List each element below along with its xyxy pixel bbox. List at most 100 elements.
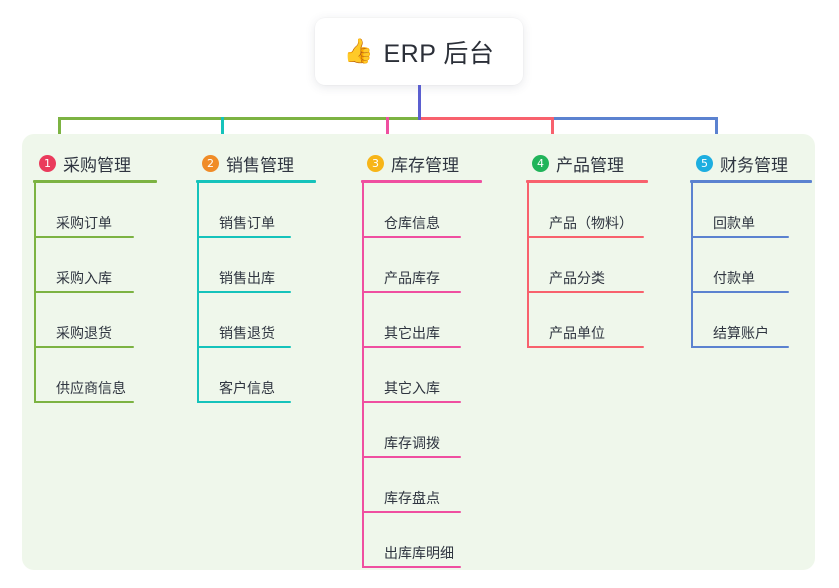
branch-item[interactable]: 其它出库 xyxy=(353,293,508,348)
branch-item[interactable]: 出库库明细 xyxy=(353,513,508,568)
branch-item[interactable]: 结算账户 xyxy=(682,293,822,348)
branch-items: 销售订单销售出库销售退货客户信息 xyxy=(188,183,338,403)
branch-header-3[interactable]: 3 库存管理 xyxy=(353,146,508,180)
branch-item[interactable]: 销售订单 xyxy=(188,183,338,238)
branch-header-4[interactable]: 4 产品管理 xyxy=(518,146,678,180)
root-node[interactable]: 👍 ERP 后台 xyxy=(315,18,523,85)
branch-item-label: 销售出库 xyxy=(219,270,275,286)
branch-item-label: 客户信息 xyxy=(219,380,275,396)
branch-item[interactable]: 客户信息 xyxy=(188,348,338,403)
branch-item[interactable]: 付款单 xyxy=(682,238,822,293)
branch-item-label: 采购入库 xyxy=(56,270,112,286)
branch-item-underline xyxy=(527,236,644,238)
branch-item-underline xyxy=(691,291,789,293)
branch-item-underline xyxy=(197,291,291,293)
branch-item-underline xyxy=(362,291,461,293)
branch-number-badge: 4 xyxy=(532,154,549,172)
branch-item-label: 销售退货 xyxy=(219,325,275,341)
branch-item-label: 供应商信息 xyxy=(56,380,126,396)
branch-item-underline xyxy=(691,346,789,348)
branch-header-2[interactable]: 2 销售管理 xyxy=(188,146,338,180)
branch-item[interactable]: 库存调拨 xyxy=(353,403,508,458)
branch-title: 销售管理 xyxy=(226,155,294,175)
branch-item[interactable]: 产品（物料） xyxy=(518,183,678,238)
connector-drop-1 xyxy=(58,117,61,142)
branch-item[interactable]: 销售退货 xyxy=(188,293,338,348)
branch-underline xyxy=(690,180,812,183)
branch-item-underline xyxy=(362,401,461,403)
branch-item-label: 库存盘点 xyxy=(384,490,440,506)
branch-2[interactable]: 2 销售管理销售订单销售出库销售退货客户信息 xyxy=(188,146,338,403)
branch-item-label: 采购订单 xyxy=(56,215,112,231)
branch-item-underline xyxy=(197,401,291,403)
branch-item-label: 付款单 xyxy=(713,270,755,286)
branch-underline xyxy=(196,180,316,183)
connector-drop-2 xyxy=(221,117,224,142)
branch-underline xyxy=(361,180,482,183)
branch-title: 库存管理 xyxy=(391,155,459,175)
branch-item-label: 结算账户 xyxy=(713,325,769,341)
branch-item-label: 产品（物料） xyxy=(549,215,633,231)
branch-item[interactable]: 回款单 xyxy=(682,183,822,238)
branch-item-label: 其它入库 xyxy=(384,380,440,396)
branch-item-underline xyxy=(362,456,461,458)
branch-panel xyxy=(22,134,815,570)
branch-item-underline xyxy=(34,291,134,293)
root-stem-connector xyxy=(418,85,421,120)
branch-items: 回款单付款单结算账户 xyxy=(682,183,822,348)
branch-item-underline xyxy=(527,346,644,348)
branch-item[interactable]: 产品库存 xyxy=(353,238,508,293)
branch-items: 仓库信息产品库存其它出库其它入库库存调拨库存盘点出库库明细 xyxy=(353,183,508,568)
branch-number-badge: 5 xyxy=(696,154,713,172)
branch-item[interactable]: 仓库信息 xyxy=(353,183,508,238)
branch-title: 财务管理 xyxy=(720,155,788,175)
branch-item[interactable]: 销售出库 xyxy=(188,238,338,293)
branch-item-underline xyxy=(691,236,789,238)
branch-number-badge: 3 xyxy=(367,154,384,172)
branch-item-underline xyxy=(527,291,644,293)
branch-3[interactable]: 3 库存管理仓库信息产品库存其它出库其它入库库存调拨库存盘点出库库明细 xyxy=(353,146,508,568)
branch-item-underline xyxy=(34,346,134,348)
root-title: ERP 后台 xyxy=(383,39,495,68)
branch-item-underline xyxy=(362,566,461,568)
branch-4[interactable]: 4 产品管理产品（物料） 产品分类产品单位 xyxy=(518,146,678,348)
branch-item-label: 产品分类 xyxy=(549,270,605,286)
branch-underline xyxy=(33,180,157,183)
branch-item-label: 采购退货 xyxy=(56,325,112,341)
branch-title: 采购管理 xyxy=(63,155,131,175)
connector-bus-5 xyxy=(418,117,718,120)
branch-item[interactable]: 采购订单 xyxy=(25,183,175,238)
branch-item-underline xyxy=(362,511,461,513)
branch-5[interactable]: 5 财务管理回款单付款单结算账户 xyxy=(682,146,822,348)
branch-spine xyxy=(527,183,529,348)
branch-items: 采购订单采购入库采购退货供应商信息 xyxy=(25,183,175,403)
branch-item-underline xyxy=(34,236,134,238)
branch-spine xyxy=(197,183,199,403)
branch-item[interactable]: 其它入库 xyxy=(353,348,508,403)
branch-item-underline xyxy=(197,346,291,348)
branch-underline xyxy=(526,180,648,183)
branch-item[interactable]: 产品单位 xyxy=(518,293,678,348)
branch-item[interactable]: 采购退货 xyxy=(25,293,175,348)
branch-title: 产品管理 xyxy=(556,155,624,175)
branch-spine xyxy=(34,183,36,403)
connector-drop-4 xyxy=(551,117,554,142)
thumbs-up-icon: 👍 xyxy=(343,37,374,65)
branch-item[interactable]: 供应商信息 xyxy=(25,348,175,403)
branch-item[interactable]: 采购入库 xyxy=(25,238,175,293)
branch-item-label: 出库库明细 xyxy=(384,545,454,561)
branch-item[interactable]: 库存盘点 xyxy=(353,458,508,513)
branch-item-underline xyxy=(362,236,461,238)
branch-header-5[interactable]: 5 财务管理 xyxy=(682,146,822,180)
connector-drop-5 xyxy=(715,117,718,142)
branch-item[interactable]: 产品分类 xyxy=(518,238,678,293)
branch-number-badge: 2 xyxy=(202,154,219,172)
branch-item-label: 回款单 xyxy=(713,215,755,231)
branch-item-label: 库存调拨 xyxy=(384,435,440,451)
branch-spine xyxy=(362,183,364,568)
connector-bus-1 xyxy=(58,117,421,120)
connector-drop-3 xyxy=(386,117,389,142)
